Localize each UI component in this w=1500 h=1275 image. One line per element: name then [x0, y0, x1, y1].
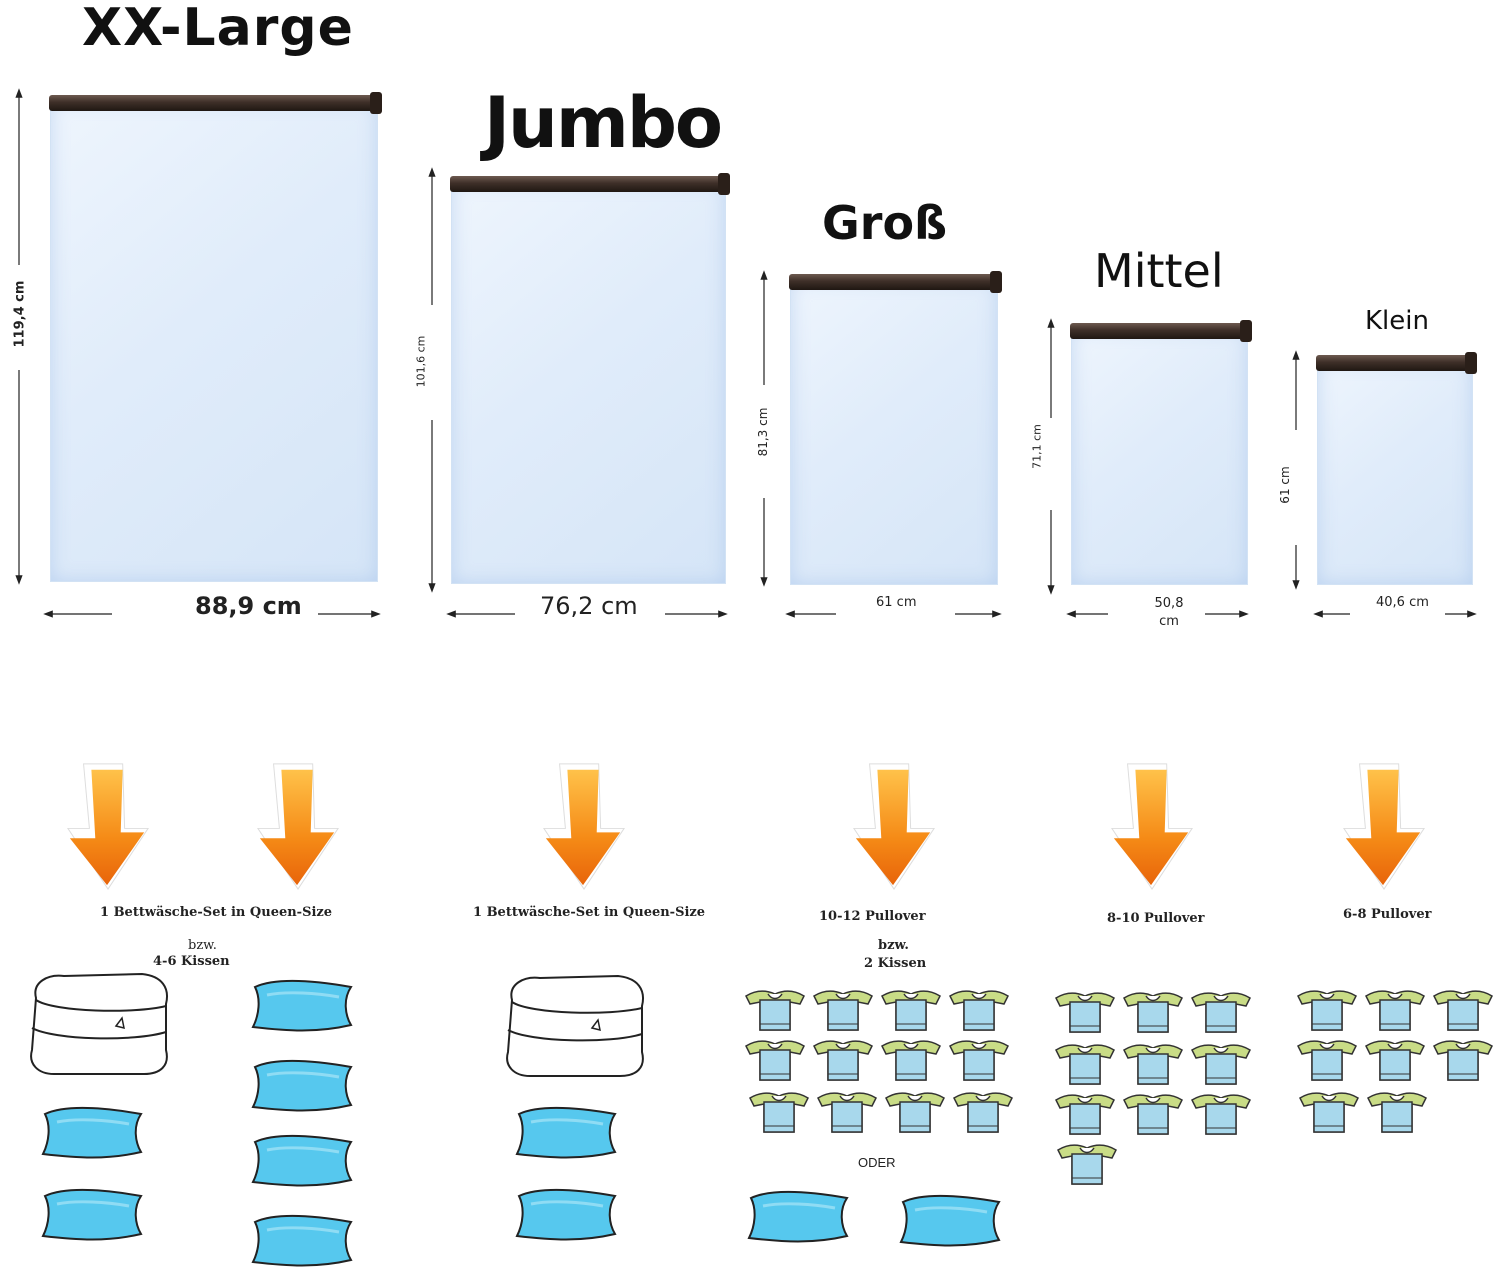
zipper	[1070, 320, 1252, 342]
width-label-xxl: 88,9 cm	[195, 592, 302, 620]
zipper	[1316, 352, 1477, 374]
capacity-label-gross: 10-12 Pullover	[819, 909, 926, 924]
down-arrow-icon	[254, 760, 342, 892]
size-title-gross: Groß	[822, 196, 948, 250]
sweater-icon	[742, 988, 808, 1034]
sweater-icon	[1120, 1042, 1186, 1088]
pillow-icon	[246, 1055, 358, 1115]
pillow-icon	[510, 1102, 622, 1162]
bag-jumbo	[450, 173, 730, 584]
pillow-icon	[894, 1190, 1006, 1250]
sweater-icon	[878, 1038, 944, 1084]
duvet-icon	[500, 972, 650, 1082]
pillow-icon	[246, 1130, 358, 1190]
width-label-gross: 61 cm	[876, 595, 917, 610]
sweater-icon	[1054, 1142, 1120, 1188]
sweater-icon	[950, 1090, 1016, 1136]
sweater-icon	[1294, 1038, 1360, 1084]
bag-mittel	[1070, 320, 1252, 585]
size-title-jumbo: Jumbo	[484, 82, 723, 164]
sweater-icon	[882, 1090, 948, 1136]
capacity-label-klein: 6-8 Pullover	[1343, 907, 1432, 922]
pillow-icon	[36, 1102, 148, 1162]
pillow-icon	[742, 1186, 854, 1246]
sweater-icon	[1430, 988, 1496, 1034]
zipper	[49, 92, 382, 114]
sweater-icon	[1188, 990, 1254, 1036]
width-label-jumbo: 76,2 cm	[540, 592, 638, 620]
down-arrow-icon	[1108, 760, 1196, 892]
duvet-icon	[24, 970, 174, 1080]
sweater-icon	[746, 1090, 812, 1136]
height-label-klein: 61 cm	[1278, 466, 1292, 504]
sweater-icon	[1052, 1092, 1118, 1138]
down-arrow-icon	[540, 760, 628, 892]
dimension-lines	[15, 88, 1477, 618]
capacity-label-xxl: 1 Bettwäsche-Set in Queen-Size	[100, 905, 333, 920]
size-title-klein: Klein	[1365, 306, 1429, 336]
height-label-xxl: 119,4 cm	[12, 280, 28, 348]
sweater-icon	[742, 1038, 808, 1084]
capacity-alt-label-gross: 2 Kissen	[864, 956, 927, 971]
down-arrow-icon	[850, 760, 938, 892]
bag-klein	[1316, 352, 1477, 585]
zipper	[450, 173, 730, 195]
bag-xxl	[49, 92, 382, 582]
sweater-icon	[1294, 988, 1360, 1034]
height-label-mittel: 71,1 cm	[1030, 424, 1044, 469]
pillow-icon	[510, 1184, 622, 1244]
sweater-icon	[1052, 990, 1118, 1036]
sweater-icon	[810, 988, 876, 1034]
size-title-xxl: XX-Large	[82, 0, 354, 58]
down-arrow-icon	[1340, 760, 1428, 892]
zipper	[789, 271, 1002, 293]
pillow-icon	[246, 1210, 358, 1270]
sweater-icon	[1362, 1038, 1428, 1084]
capacity-label-mittel: 8-10 Pullover	[1107, 911, 1205, 926]
sweater-icon	[1296, 1090, 1362, 1136]
down-arrow-icon	[64, 760, 152, 892]
sweater-icon	[1188, 1092, 1254, 1138]
height-label-gross: 81,3 cm	[756, 407, 770, 457]
capacity-label-jumbo: 1 Bettwäsche-Set in Queen-Size	[473, 905, 706, 920]
pillow-icon	[36, 1184, 148, 1244]
sweater-icon	[1120, 990, 1186, 1036]
capacity-alt-xxl: bzw.	[188, 938, 217, 953]
capacity-alt-label-xxl: 4-6 Kissen	[153, 954, 230, 969]
sweater-icon	[1362, 988, 1428, 1034]
sweater-icon	[1120, 1092, 1186, 1138]
sweater-icon	[1364, 1090, 1430, 1136]
sweater-icon	[810, 1038, 876, 1084]
sweater-icon	[878, 988, 944, 1034]
sweater-icon	[1430, 1038, 1496, 1084]
capacity-alt-gross: bzw.	[878, 938, 909, 953]
sweater-icon	[1052, 1042, 1118, 1088]
bag-gross	[789, 271, 1002, 585]
or-label: ODER	[858, 1155, 896, 1170]
size-title-mittel: Mittel	[1094, 244, 1224, 298]
width-label-mittel: 50,8 cm	[1154, 596, 1184, 629]
sweater-icon	[946, 1038, 1012, 1084]
sweater-icon	[946, 988, 1012, 1034]
pillow-icon	[246, 975, 358, 1035]
sweater-icon	[814, 1090, 880, 1136]
height-label-jumbo: 101,6 cm	[414, 335, 428, 388]
sweater-icon	[1188, 1042, 1254, 1088]
width-label-klein: 40,6 cm	[1376, 595, 1429, 610]
